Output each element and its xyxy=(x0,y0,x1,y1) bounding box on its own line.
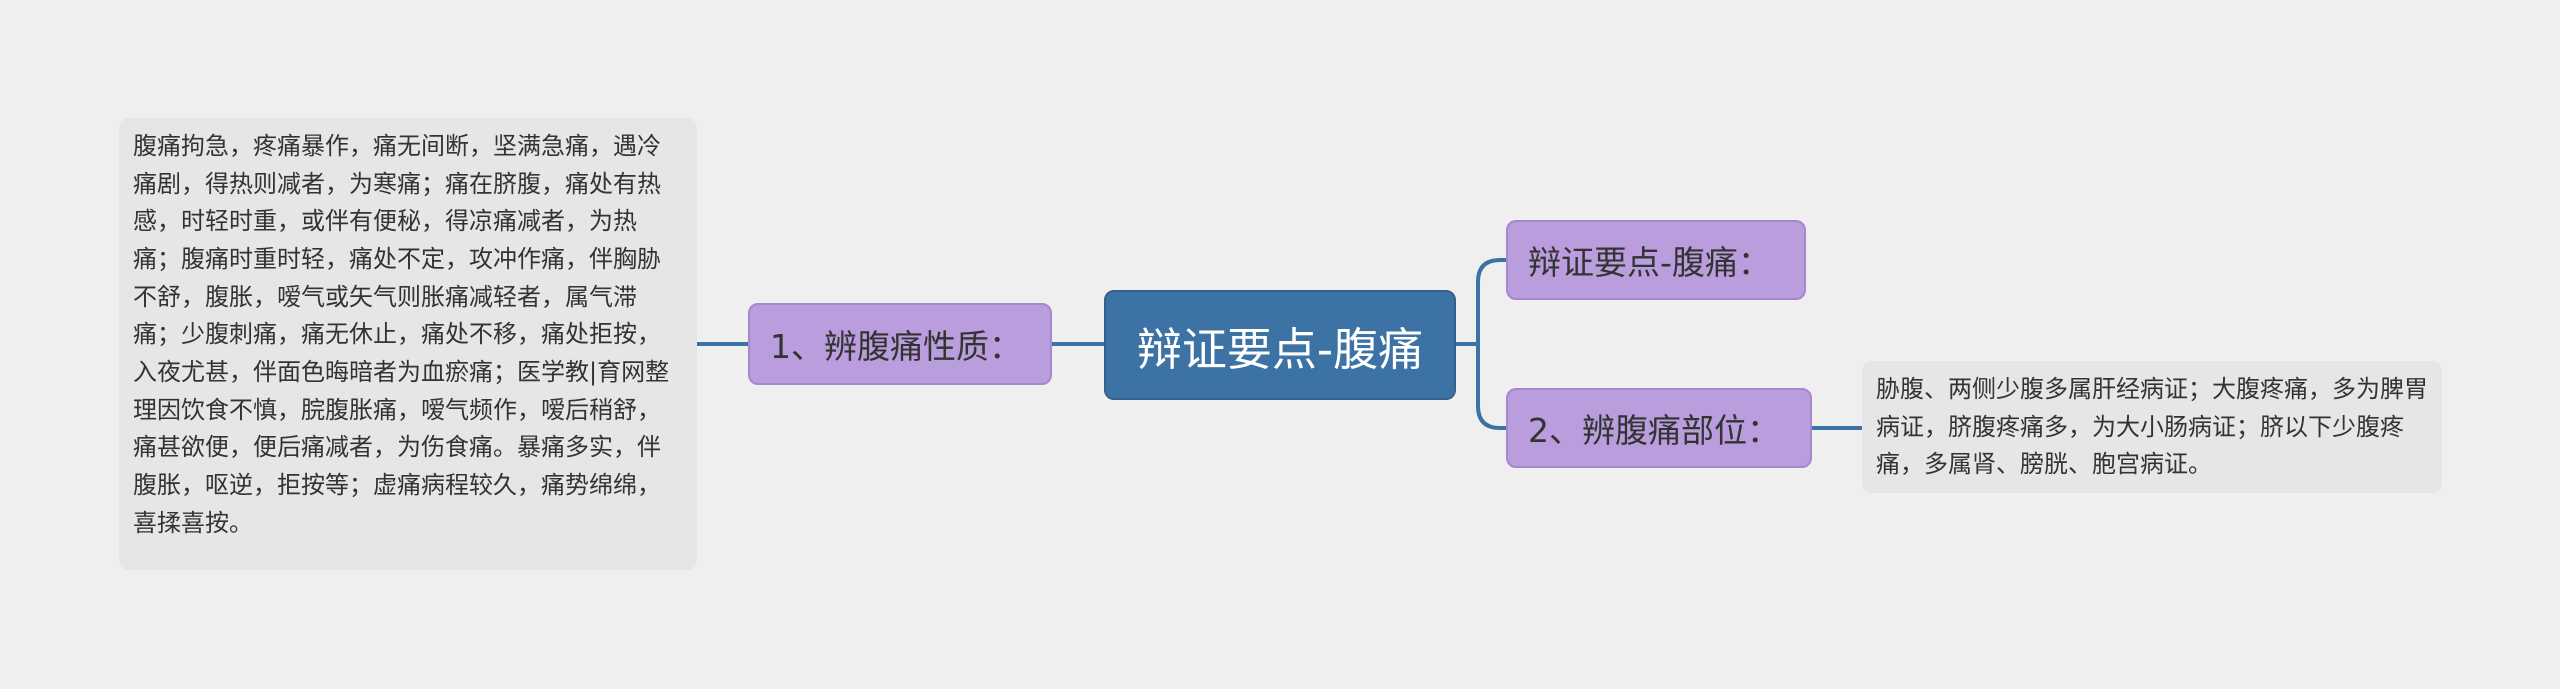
right-detail-text: 胁腹、两侧少腹多属肝经病证；大腹疼痛，多为脾胃病证，脐腹疼痛多，为大小肠病证；脐… xyxy=(1876,375,2428,479)
connector-right-top xyxy=(1476,258,1506,344)
branch-node-nature[interactable]: 1、辨腹痛性质： xyxy=(748,303,1052,385)
branch-label-location: 2、辨腹痛部位： xyxy=(1528,411,1780,450)
root-label: 辩证要点-腹痛 xyxy=(1136,322,1424,376)
branch-label-summary: 辩证要点-腹痛： xyxy=(1528,243,1771,282)
root-node[interactable]: 辩证要点-腹痛 xyxy=(1104,290,1456,400)
branch-node-location[interactable]: 2、辨腹痛部位： xyxy=(1506,388,1812,468)
branch-label-nature: 1、辨腹痛性质： xyxy=(770,327,1022,366)
left-detail-text: 腹痛拘急，疼痛暴作，痛无间断，坚满急痛，遇冷痛剧，得热则减者，为寒痛；痛在脐腹，… xyxy=(133,132,670,537)
connector-right-bottom xyxy=(1476,344,1506,430)
left-detail-card: 腹痛拘急，疼痛暴作，痛无间断，坚满急痛，遇冷痛剧，得热则减者，为寒痛；痛在脐腹，… xyxy=(119,118,697,570)
branch-node-summary[interactable]: 辩证要点-腹痛： xyxy=(1506,220,1806,300)
right-detail-card: 胁腹、两侧少腹多属肝经病证；大腹疼痛，多为脾胃病证，脐腹疼痛多，为大小肠病证；脐… xyxy=(1862,361,2442,493)
